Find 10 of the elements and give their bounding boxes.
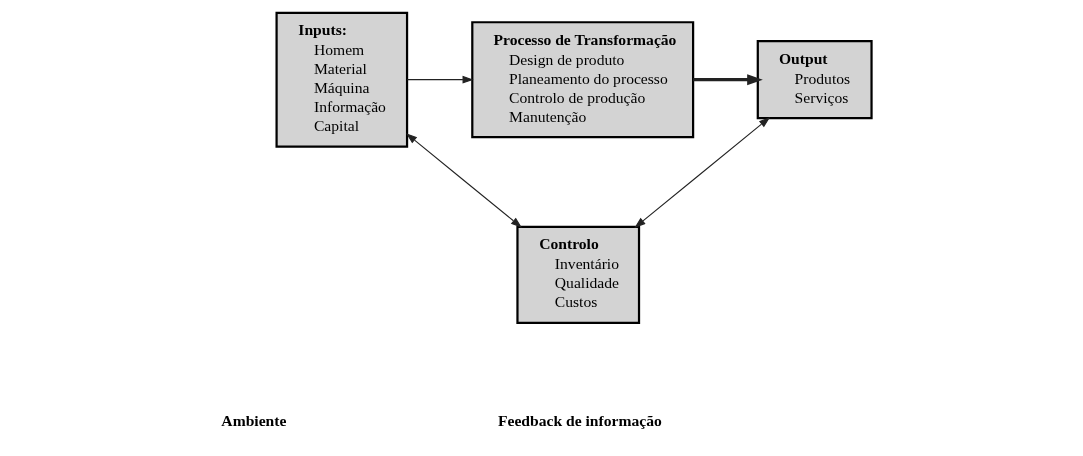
node-box: Controlo Inventário Qualidade Custos [515, 225, 640, 324]
node-box: Processo de Transformação Design de produto Planeamento do processo Controlo de produção Manutenção [470, 21, 694, 139]
arrow [633, 117, 770, 228]
node-box: Output Produtos Serviços [756, 40, 873, 120]
arrow [405, 133, 522, 228]
label: Feedback de informação [497, 412, 662, 430]
arrow [406, 75, 474, 84]
label: Ambiente [220, 412, 286, 430]
arrow [692, 74, 763, 86]
node-box: Inputs: Homem Material Máquina Informação Capital [274, 11, 408, 148]
